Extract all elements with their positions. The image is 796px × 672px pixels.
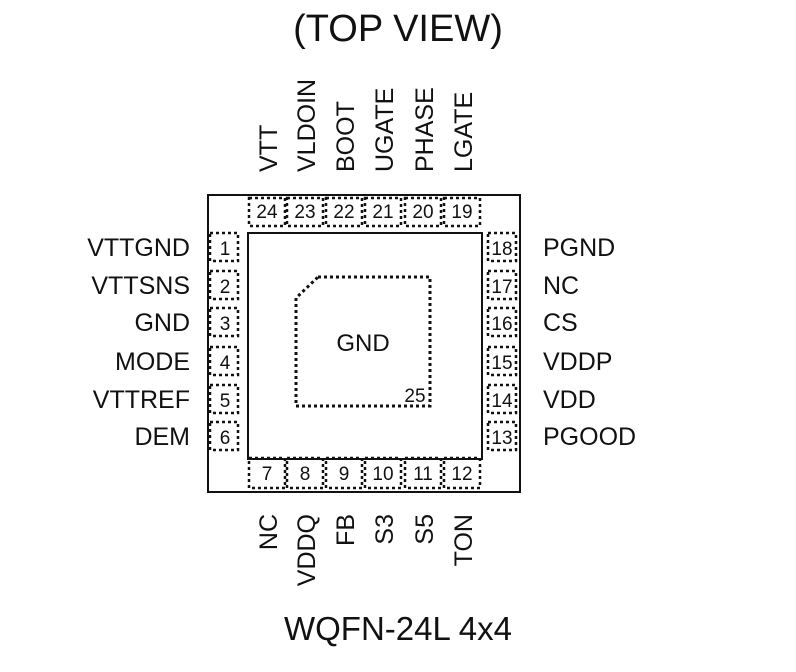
pin-number: 11 <box>413 464 433 485</box>
pin-pad-3 <box>208 306 240 338</box>
pin-name: CS <box>543 309 578 337</box>
pin-name: UGATE <box>371 88 399 172</box>
pin-name: VDDQ <box>293 514 321 586</box>
pin-number: 21 <box>372 202 393 223</box>
pin-number: 3 <box>220 314 231 335</box>
pin-number: 7 <box>262 464 273 485</box>
pin-number: 2 <box>220 277 231 298</box>
pin-name: PGOOD <box>543 423 636 451</box>
pin-name: VDD <box>543 386 596 414</box>
pin-name: VLDOIN <box>293 79 321 172</box>
pin-pad-24 <box>247 196 287 228</box>
pin-pad-21 <box>363 196 403 228</box>
pin-name: S3 <box>371 514 399 545</box>
pin-pad-11 <box>403 456 443 490</box>
pin-number: 15 <box>491 353 512 374</box>
exposed-pad-number: 25 <box>404 386 425 407</box>
pin-name: VTT <box>255 125 283 172</box>
pin-name: DEM <box>134 423 190 451</box>
pin-name: S5 <box>411 514 439 545</box>
pin-name: PHASE <box>411 87 439 172</box>
exposed-pad <box>294 275 432 408</box>
pin-number: 1 <box>220 239 231 260</box>
pin-number: 19 <box>451 202 472 223</box>
pin-pad-20 <box>403 196 443 228</box>
pin-number: 18 <box>491 239 512 260</box>
pin-number: 23 <box>294 202 315 223</box>
pin-pad-22 <box>324 196 364 228</box>
pin-number: 5 <box>220 391 231 412</box>
pin-name: TON <box>450 514 478 566</box>
pin-number: 9 <box>339 464 350 485</box>
pin-pad-17 <box>486 269 518 301</box>
pin-number: 12 <box>451 464 472 485</box>
exposed-pad-label: GND <box>336 330 389 357</box>
pin-name: MODE <box>115 348 190 376</box>
pin-name: VTTGND <box>87 234 190 262</box>
pin-name: VTTSNS <box>91 272 190 300</box>
pin-pad-16 <box>486 306 518 338</box>
pin-number: 16 <box>491 314 512 335</box>
pin-number: 20 <box>412 202 433 223</box>
pin-number: 17 <box>491 277 512 298</box>
pin-name: PGND <box>543 234 615 262</box>
pin-pad-23 <box>285 196 325 228</box>
pin-pad-18 <box>486 231 518 263</box>
pin-pad-12 <box>442 456 482 490</box>
pin-pad-6 <box>208 420 240 452</box>
pin-name: NC <box>255 514 283 550</box>
pin-pad-10 <box>363 456 403 490</box>
pin-name: LGATE <box>450 92 478 172</box>
pin-name: BOOT <box>332 101 360 172</box>
pin-number: 6 <box>220 428 231 449</box>
pin-name: VDDP <box>543 348 612 376</box>
pin-pad-9 <box>324 456 364 490</box>
pin-pad-4 <box>208 345 240 377</box>
pin-name: FB <box>332 514 360 546</box>
pin-number: 13 <box>491 428 512 449</box>
pin-number: 24 <box>256 202 278 223</box>
package-outline <box>207 194 521 493</box>
pin-name: NC <box>543 272 579 300</box>
pin-number: 14 <box>491 391 513 412</box>
top-view-title: (TOP VIEW) <box>293 8 503 50</box>
pin-number: 8 <box>300 464 311 485</box>
pin-number: 10 <box>372 464 393 485</box>
pin-name: GND <box>134 309 190 337</box>
pin-pad-2 <box>208 269 240 301</box>
pin-pad-13 <box>486 420 518 452</box>
package-name: WQFN-24L 4x4 <box>283 610 512 647</box>
pin-name: VTTREF <box>93 386 190 414</box>
pin-pad-19 <box>442 196 482 228</box>
pin-number: 4 <box>220 353 231 374</box>
pin-pad-14 <box>486 383 518 415</box>
pin-pad-5 <box>208 383 240 415</box>
pin-pad-15 <box>486 345 518 377</box>
pin-pad-8 <box>285 456 325 490</box>
pin-pad-1 <box>208 231 240 263</box>
pin-pad-7 <box>247 456 287 490</box>
pin-number: 22 <box>333 202 354 223</box>
